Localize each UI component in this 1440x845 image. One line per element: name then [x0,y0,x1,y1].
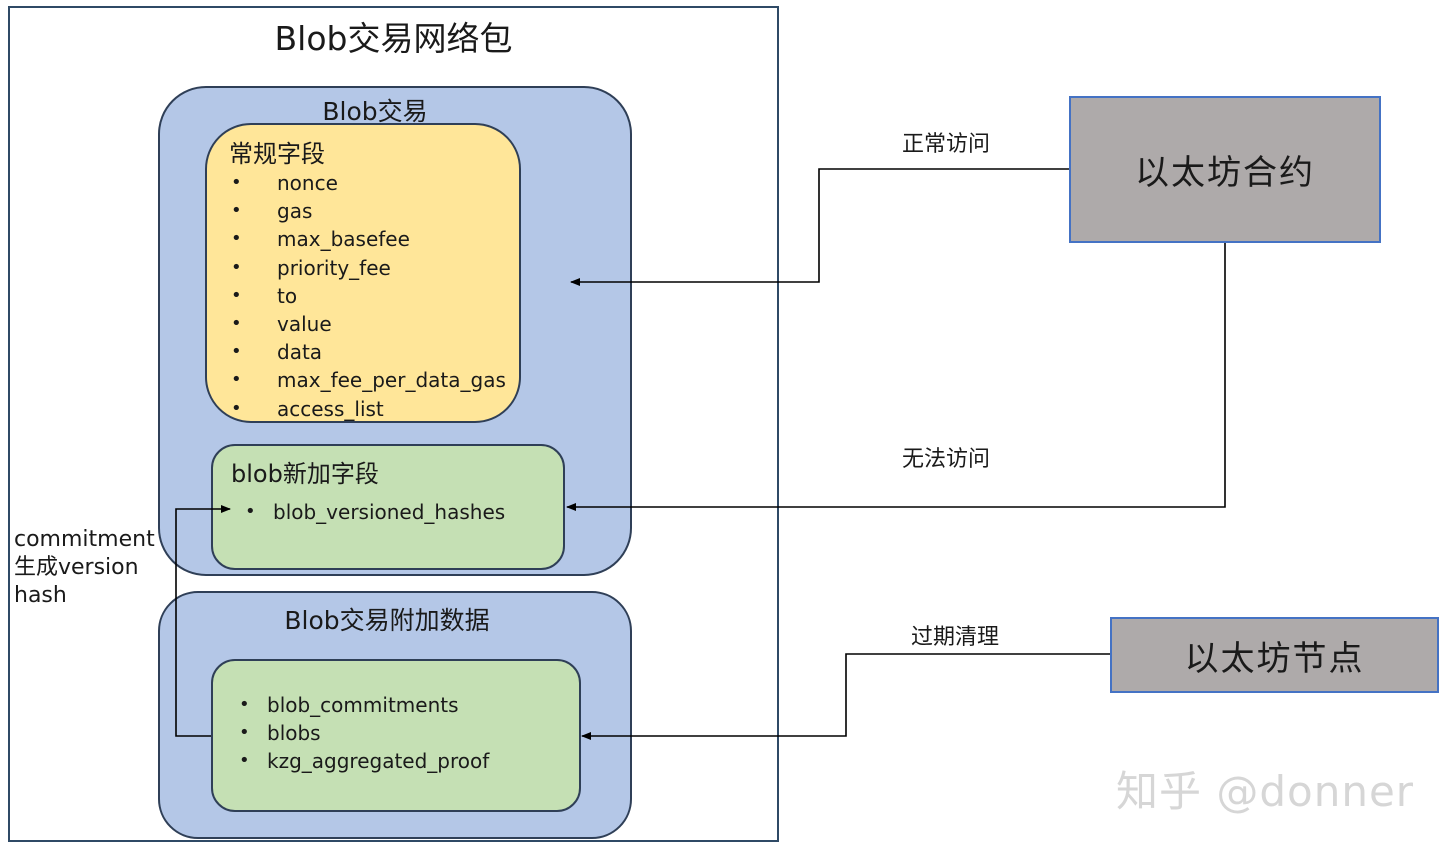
field-item: • access_list [231,395,506,423]
regular-fields-list: • nonce • gas • max_basefee • priority_fee • to • v… [231,169,506,423]
field-name: max_fee_per_data_gas [277,368,506,393]
field-name: gas [277,199,313,224]
commitment-note-line-3: hash [14,583,67,608]
field-name: blobs [267,721,321,746]
blob-extra-data-list: • blob_commitments • blobs • kzg_aggregated_p… [239,691,489,776]
bullet-icon: • [231,284,242,306]
field-item: • data [231,338,506,366]
bullet-icon: • [231,313,242,335]
field-item: • max_basefee [231,225,506,253]
field-name: priority_fee [277,255,391,280]
commitment-note-line-1: commitment [14,527,155,552]
field-name: data [277,340,323,365]
field-item: • kzg_aggregated_proof [239,747,489,775]
field-item: • gas [231,197,506,225]
arrow-contract-to-regular-fields [570,168,1069,286]
bullet-icon: • [239,694,250,715]
field-name: max_basefee [277,227,410,252]
field-name: nonce [277,171,338,195]
field-item: • blobs [239,719,489,747]
blob-extra-data-title: Blob交易附加数据 [284,606,490,635]
arrow-node-to-extra-data [581,653,1110,740]
field-item: • priority_fee [231,254,506,282]
ethereum-contract-box: 以太坊合约 [1069,96,1381,243]
bullet-icon: • [231,228,242,250]
field-item: • blob_commitments [239,691,489,719]
ethereum-node-box: 以太坊节点 [1110,617,1439,693]
field-name: to [277,283,298,308]
field-name: blob_versioned_hashes [273,500,506,524]
commitment-note: commitment 生成version hash [14,526,155,610]
field-name: blob_commitments [267,693,459,717]
bullet-icon: • [245,501,256,522]
watermark: 知乎 @donner [1116,767,1415,816]
regular-fields-box: 常规字段 • nonce • gas • max_basefee • priority_fee… [205,123,521,423]
blob-transaction-title: Blob交易 [322,97,428,126]
edge-label-expire-cleanup: 过期清理 [911,625,1000,650]
bullet-icon: • [231,172,242,193]
field-item: • max_fee_per_data_gas [231,366,506,394]
field-name: kzg_aggregated_proof [267,749,490,774]
blob-new-fields-list: • blob_versioned_hashes [245,498,505,526]
arrow-commitment-to-version-hash [175,505,231,737]
bullet-icon: • [231,397,242,419]
commitment-note-line-2: 生成version [14,555,139,580]
bullet-icon: • [231,369,242,391]
field-item: • nonce [231,169,506,197]
field-item: • blob_versioned_hashes [245,498,505,526]
bullet-icon: • [239,722,250,744]
blob-new-fields-title: blob新加字段 [231,460,379,488]
arrow-contract-to-blob-fields [566,243,1226,511]
blob-new-fields-box: blob新加字段 • blob_versioned_hashes [211,444,565,570]
bullet-icon: • [231,200,242,222]
bullet-icon: • [231,256,242,278]
regular-fields-title: 常规字段 [229,140,325,168]
field-item: • to [231,282,506,310]
network-package-title: Blob交易网络包 [274,19,513,58]
blob-extra-data-fields-box: • blob_commitments • blobs • kzg_aggregated_p… [211,659,581,812]
edge-label-normal-access: 正常访问 [902,132,991,157]
bullet-icon: • [231,341,242,363]
field-name: access_list [277,396,384,421]
bullet-icon: • [239,750,250,772]
field-name: value [277,312,332,337]
field-item: • value [231,310,506,338]
edge-label-no-access: 无法访问 [902,447,991,472]
